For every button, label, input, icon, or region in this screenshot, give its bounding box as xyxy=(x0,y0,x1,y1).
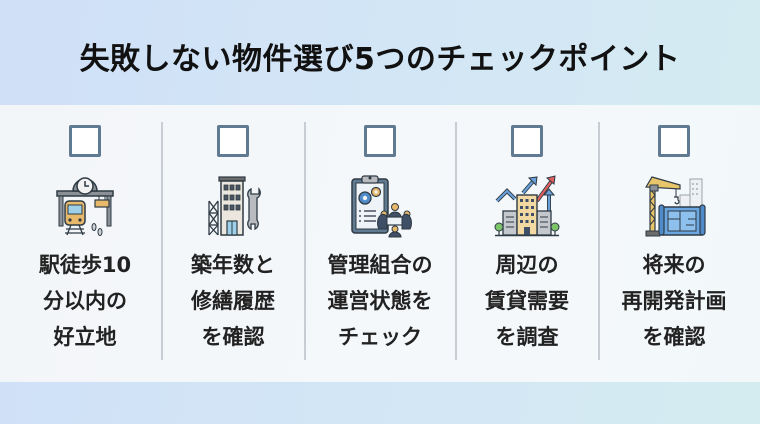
checkbox[interactable] xyxy=(658,125,690,157)
checkbox[interactable] xyxy=(69,125,101,157)
checkpoint-management-association: 管理組合の 運営状態を チェック xyxy=(305,105,455,382)
management-meeting-icon xyxy=(351,175,412,238)
checkpoint-label: 周辺の 賃貸需要 を調査 xyxy=(485,253,569,349)
rental-demand-growth-icon xyxy=(494,175,560,237)
checkpoint-station-distance: 駅徒歩10 分以内の 好立地 xyxy=(10,105,160,382)
checkpoint-label: 築年数と 修繕履歴 を確認 xyxy=(191,253,275,349)
checkbox[interactable] xyxy=(511,125,543,157)
checkpoint-label: 駅徒歩10 分以内の 好立地 xyxy=(38,253,132,349)
divider xyxy=(161,122,163,360)
checkbox[interactable] xyxy=(217,125,249,157)
building-repair-icon xyxy=(208,176,261,236)
divider xyxy=(304,122,306,360)
checkpoint-redevelopment: 将来の 再開発計画 を確認 xyxy=(599,105,749,382)
redevelopment-plan-icon xyxy=(644,176,706,237)
page-title: 失敗しない物件選び5つのチェックポイント xyxy=(79,42,681,77)
divider xyxy=(598,122,600,360)
checkpoint-label: 将来の 再開発計画 を確認 xyxy=(621,253,727,349)
checklist-panel: 駅徒歩10 分以内の 好立地 xyxy=(0,105,760,382)
checkbox[interactable] xyxy=(364,125,396,157)
divider xyxy=(455,122,457,360)
train-station-icon xyxy=(56,177,114,236)
checkpoint-label: 管理組合の 運営状態を チェック xyxy=(327,253,433,349)
checkpoint-rental-demand: 周辺の 賃貸需要 を調査 xyxy=(456,105,598,382)
checkpoint-building-age: 築年数と 修繕履歴 を確認 xyxy=(162,105,304,382)
